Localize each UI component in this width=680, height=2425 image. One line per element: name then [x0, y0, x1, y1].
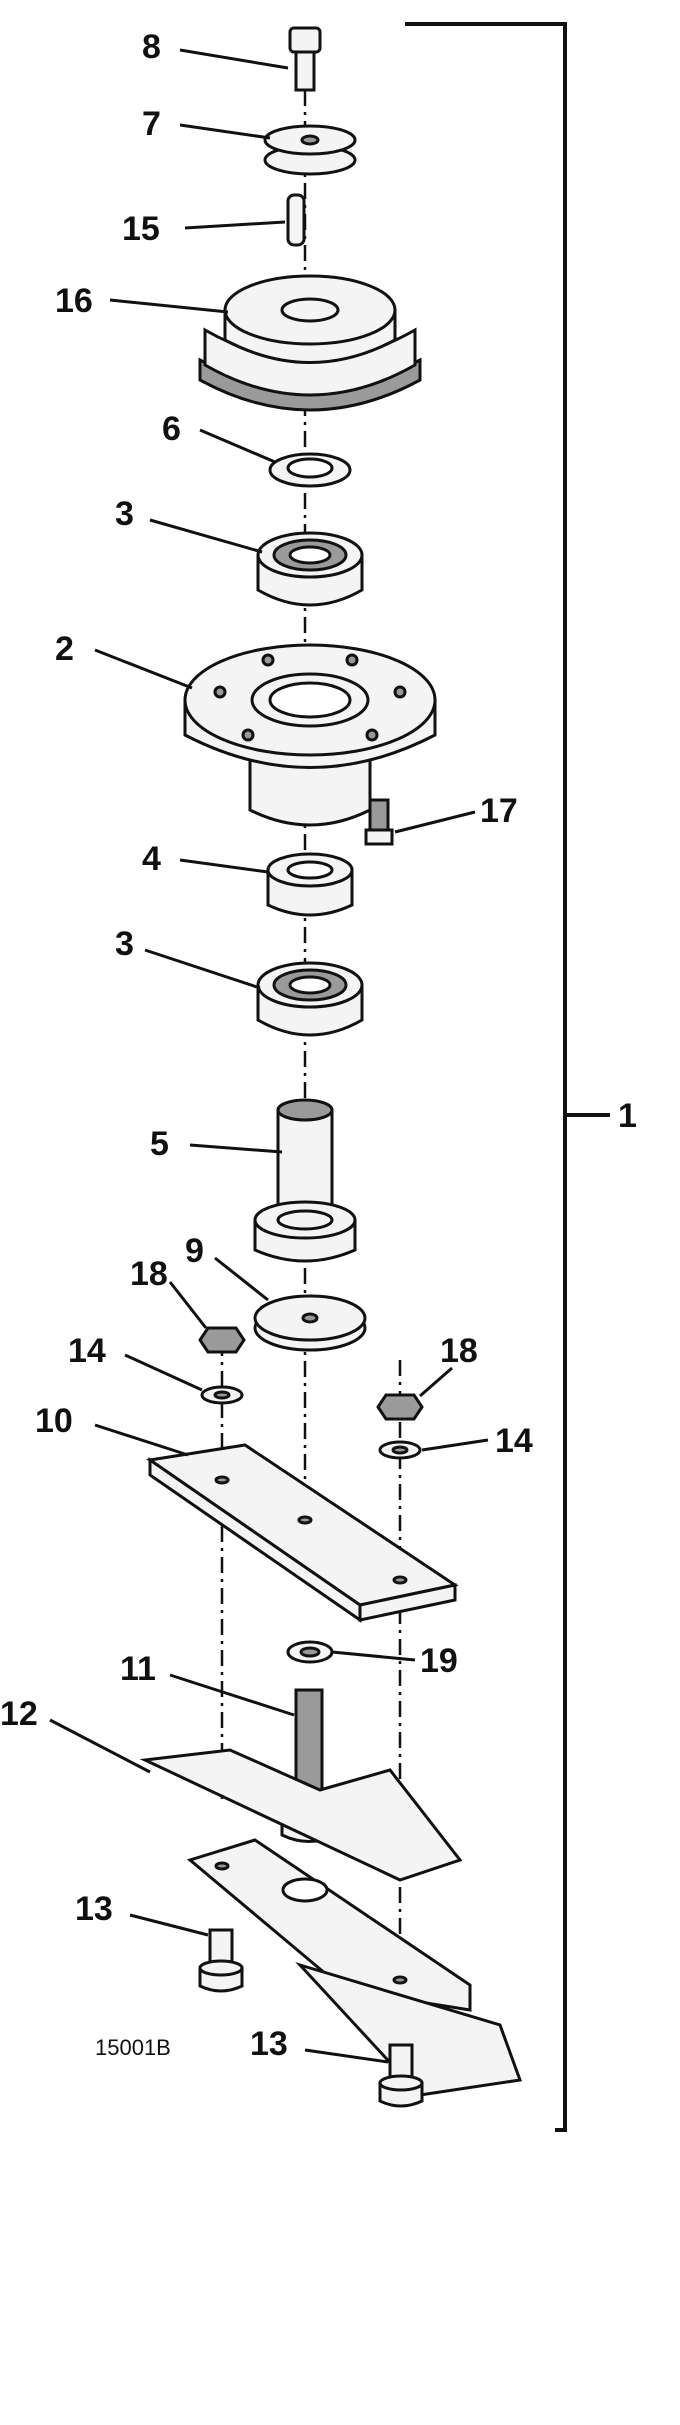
part-7-washer [263, 124, 357, 176]
callout-3-upper: 3 [115, 495, 134, 533]
callout-16: 16 [55, 282, 93, 320]
callout-13-left: 13 [75, 1890, 113, 1928]
part-13-right-bolt [378, 2043, 424, 2108]
part-12-blade [139, 1748, 523, 2097]
part-15-key [286, 193, 306, 247]
part-2-housing [183, 643, 437, 827]
part-17-grease-fitting [364, 798, 394, 846]
part-3-lower-bearing [256, 961, 364, 1037]
part-9-washer [253, 1294, 367, 1352]
leader-lines [49, 48, 489, 2064]
callout-12: 12 [0, 1695, 38, 1733]
callout-11: 11 [120, 1650, 156, 1688]
part-18-right-nut [376, 1393, 424, 1421]
drawing-code: 15001B [95, 2035, 171, 2060]
part-19-washer [286, 1640, 334, 1664]
callout-9: 9 [185, 1232, 204, 1270]
callout-19: 19 [420, 1642, 458, 1680]
callout-7: 7 [142, 105, 161, 143]
part-16-pulley [198, 274, 422, 412]
assembly-bracket [405, 22, 567, 2132]
callout-17: 17 [480, 792, 518, 830]
callout-6: 6 [162, 410, 181, 448]
callout-18-left: 18 [130, 1255, 168, 1293]
part-14-left-washer [200, 1385, 244, 1405]
callout-14-left: 14 [68, 1332, 106, 1370]
part-13-left-bolt [198, 1928, 244, 1993]
part-10-plate [146, 1443, 459, 1623]
callout-3-lower: 3 [115, 925, 134, 963]
part-5-spindle [253, 1098, 357, 1263]
callout-1: 1 [618, 1097, 637, 1135]
part-4-spacer [266, 852, 354, 917]
callout-8: 8 [142, 28, 161, 66]
callout-18-right: 18 [440, 1332, 478, 1370]
callout-5: 5 [150, 1125, 169, 1163]
part-3-upper-bearing [256, 531, 364, 607]
callout-10: 10 [35, 1402, 73, 1440]
part-6-ring [268, 452, 352, 488]
callout-14-right: 14 [495, 1422, 533, 1460]
callout-4: 4 [142, 840, 161, 878]
part-14-right-washer [378, 1440, 422, 1460]
part-18-left-nut [198, 1326, 246, 1354]
callout-2: 2 [55, 630, 74, 668]
callout-13-right: 13 [250, 2025, 288, 2063]
part-8-bolt [288, 26, 322, 92]
callout-15: 15 [122, 210, 160, 248]
